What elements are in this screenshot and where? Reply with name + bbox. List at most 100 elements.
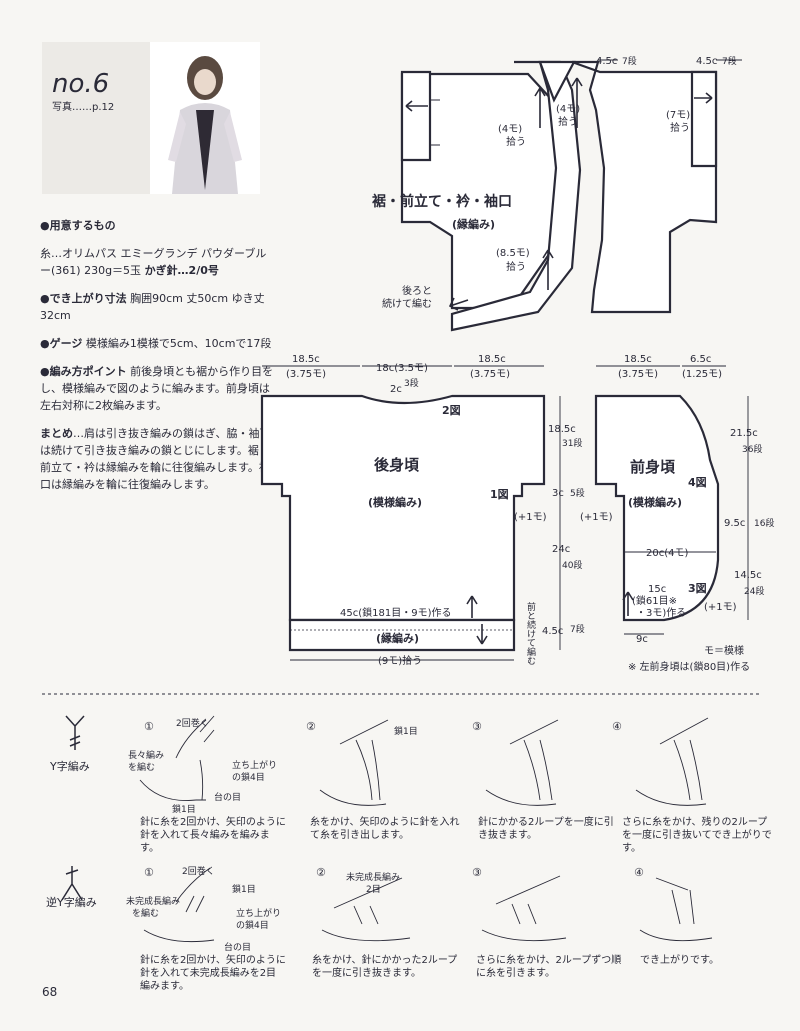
back-fig1: 1図 (490, 487, 509, 501)
y-step1-text: 針に糸を2回かけ、矢印のように針を入れて長々編みを編みます。 (140, 817, 286, 854)
step-number-4: ④ (612, 720, 622, 733)
front-subtitle: (模様編み) (628, 495, 682, 509)
back-width-right-m: (3.75モ) (470, 369, 510, 380)
back-width-mid: 18c(3.5モ) (376, 363, 428, 374)
neck-left-rows: 7段 (622, 55, 637, 67)
front-width-right: 6.5c (690, 354, 711, 365)
inv-step2-note-b: 2目 (366, 884, 381, 895)
pick-4-right: (4モ) (556, 104, 580, 115)
pick-7: (7モ) (666, 110, 690, 121)
points-text: 前後身頃とも裾から作り目をし、模様編みで図のように編みます。前身頃は左右対称に2… (40, 365, 274, 412)
gauge-value: 模様編み1模様で5cm、10cmで17段 (85, 337, 272, 350)
border-diagram: 4.5c 7段 4.5c 7段 (4モ) 拾う (4モ) 拾う (7モ) 拾う … (372, 55, 742, 332)
back-fig2: 2図 (442, 403, 461, 417)
photo-reference: 写真……p.12 (52, 100, 114, 113)
front-h1: 21.5c (730, 428, 758, 439)
inv-y-step3-text: さらに糸をかけ、2ループずつ順に糸を引きます。 (476, 955, 621, 979)
back-hem-count: 45c(鎖181目・9モ)作る (340, 606, 451, 619)
neck-left-width: 4.5c (596, 56, 617, 67)
points-title: ●編み方ポイント (40, 365, 127, 378)
back-title: 後身頃 (373, 456, 420, 474)
front-fig3: 3図 (688, 581, 707, 595)
back-width-left-m: (3.75モ) (286, 369, 326, 380)
materials-yarn: 糸…オリムパス エミーグランデ パウダーブルー(361) 230g＝5玉 (40, 247, 267, 277)
inv-step1-note-d: を編む (132, 907, 159, 919)
finish-text: …肩は引き抜き編みの鎖はぎ、脇・袖下は続けて引き抜き編みの鎖とじにします。裾・前… (40, 427, 271, 491)
inv-step1-note-f: の鎖4目 (236, 919, 269, 931)
front-h2-rows: 16段 (754, 517, 774, 529)
back-diagram: 18.5c (3.75モ) 18c(3.5モ) 18.5c (3.75モ) 2c… (260, 354, 613, 667)
front-start-b: (鎖61目※ (632, 594, 677, 607)
front-plus1: (+1モ) (704, 602, 737, 613)
y-step1-note-g: 台の目 (214, 791, 241, 803)
back-h-band: 4.5c (542, 626, 563, 637)
step-number-3: ③ (472, 720, 482, 733)
front-width-right-m: (1.25モ) (682, 369, 722, 380)
back-h-band-rows: 7段 (570, 623, 585, 635)
y-step1-note-e: の鎖4目 (232, 771, 265, 783)
back-h-low-rows: 40段 (562, 559, 582, 571)
y-step2-note-a: 鎖1目 (394, 725, 418, 737)
size-value: 胸囲90cm 丈50cm ゆき丈32cm (40, 292, 265, 322)
border-title: 裾・前立て・衿・袖口 (372, 193, 512, 210)
page-number: 68 (42, 985, 57, 999)
back-h-mid-rows: 5段 (570, 487, 585, 499)
back-side-note: 前と続けて編む (525, 601, 536, 665)
pick-4-right-b: 拾う (558, 115, 578, 128)
front-note: ※ 左前身頃は(鎖80目)作る (628, 660, 750, 673)
inv-step-number-1: ① (144, 866, 154, 879)
inv-y-step1-text: 針に糸を2回かけ、矢印のように針を入れて未完成長編みを2目編みます。 (140, 955, 286, 992)
border-subtitle: (縁編み) (452, 217, 495, 231)
y-step4-text: さらに糸をかけ、残りの2ループを一度に引き抜いてでき上がりです。 (622, 817, 772, 854)
size-title: ●でき上がり寸法 (40, 292, 127, 305)
inv-step1-note-g: 台の目 (224, 941, 251, 953)
step-number-1: ① (144, 720, 154, 733)
y-step1-note-c: を編む (128, 761, 155, 773)
front-legend: モ＝模様 (704, 644, 744, 657)
back-subtitle: (模様編み) (368, 495, 422, 509)
front-h3-rows: 24段 (744, 585, 764, 597)
materials-title: ●用意するもの (40, 219, 116, 232)
inv-step2-note-a: 未完成長編み (346, 871, 400, 883)
y-step-1: ① 2回巻く 長々編み を編む 立ち上がり の鎖4目 鎖1目 台の目 針に糸を2… (128, 715, 286, 854)
inv-y-step-3: ③ さらに糸をかけ、2ループずつ順に糸を引きます。 (472, 866, 621, 979)
front-fig4: 4図 (688, 475, 707, 489)
inv-y-stitch-section: 逆Y字編み ① 2回巻く 鎖1目 未完成長編み を編む 立ち上がり の鎖4目 台… (46, 865, 719, 992)
front-start-a: 15c (648, 584, 666, 595)
inv-y-step-1: ① 2回巻く 鎖1目 未完成長編み を編む 立ち上がり の鎖4目 台の目 針に糸… (126, 865, 286, 992)
inv-step-number-4: ④ (634, 866, 644, 879)
y-stitch-symbol: Y字編み (49, 715, 90, 773)
back-plus1-right: (+1モ) (580, 512, 613, 523)
inv-y-stitch-symbol: 逆Y字編み (46, 866, 97, 909)
front-h3: 14.5c (734, 570, 762, 581)
y-step-4: ④ さらに糸をかけ、残りの2ループを一度に引き抜いてでき上がりです。 (612, 717, 772, 854)
back-plus1-left: (+1モ) (514, 512, 547, 523)
pick-4-left-b: 拾う (506, 135, 526, 148)
pick-4-left: (4モ) (498, 124, 522, 135)
pattern-number: no.6 (52, 69, 109, 99)
back-hem-band: (縁編み) (376, 631, 419, 645)
inv-y-step2-text: 糸をかけ、針にかかった2ループを一度に引き抜きます。 (312, 955, 457, 979)
inv-step1-note-c: 未完成長編み (126, 895, 180, 907)
neck-right-width: 4.5c (696, 56, 717, 67)
y-step1-note-a: 2回巻く (176, 717, 209, 729)
back-h-mid: 3c (552, 488, 564, 499)
front-chest: 20c(4モ) (646, 548, 688, 559)
step-number-2: ② (306, 720, 316, 733)
continue-note-b: 続けて編む (382, 297, 432, 310)
pick-85-b: 拾う (506, 260, 526, 273)
pick-85: (8.5モ) (496, 248, 530, 259)
y-step-3: ③ 針にかかる2ループを一度に引き抜きます。 (472, 719, 614, 841)
inv-step1-note-e: 立ち上がり (236, 907, 281, 919)
back-neck: 2c (390, 384, 402, 395)
y-stitch-section: Y字編み ① 2回巻く 長々編み を編む 立ち上がり の鎖4目 鎖1目 台の目 … (49, 715, 772, 854)
inv-step-number-3: ③ (472, 866, 482, 879)
inv-y-step-4: ④ でき上がりです。 (634, 866, 719, 966)
front-bottom: 9c (636, 634, 648, 645)
inv-step1-note-a: 2回巻く (182, 865, 215, 877)
inv-y-step-2: ② 未完成長編み 2目 糸をかけ、針にかかった2ループを一度に引き抜きます。 (312, 866, 457, 979)
y-step-2: ② 鎖1目 糸をかけ、矢印のように針を入れて糸を引き出します。 (306, 719, 460, 841)
front-width-left-m: (3.75モ) (618, 369, 658, 380)
photo-block: no.6 写真……p.12 (42, 42, 260, 194)
instructions-panel: ●用意するもの 糸…オリムパス エミーグランデ パウダーブルー(361) 230… (40, 219, 274, 491)
